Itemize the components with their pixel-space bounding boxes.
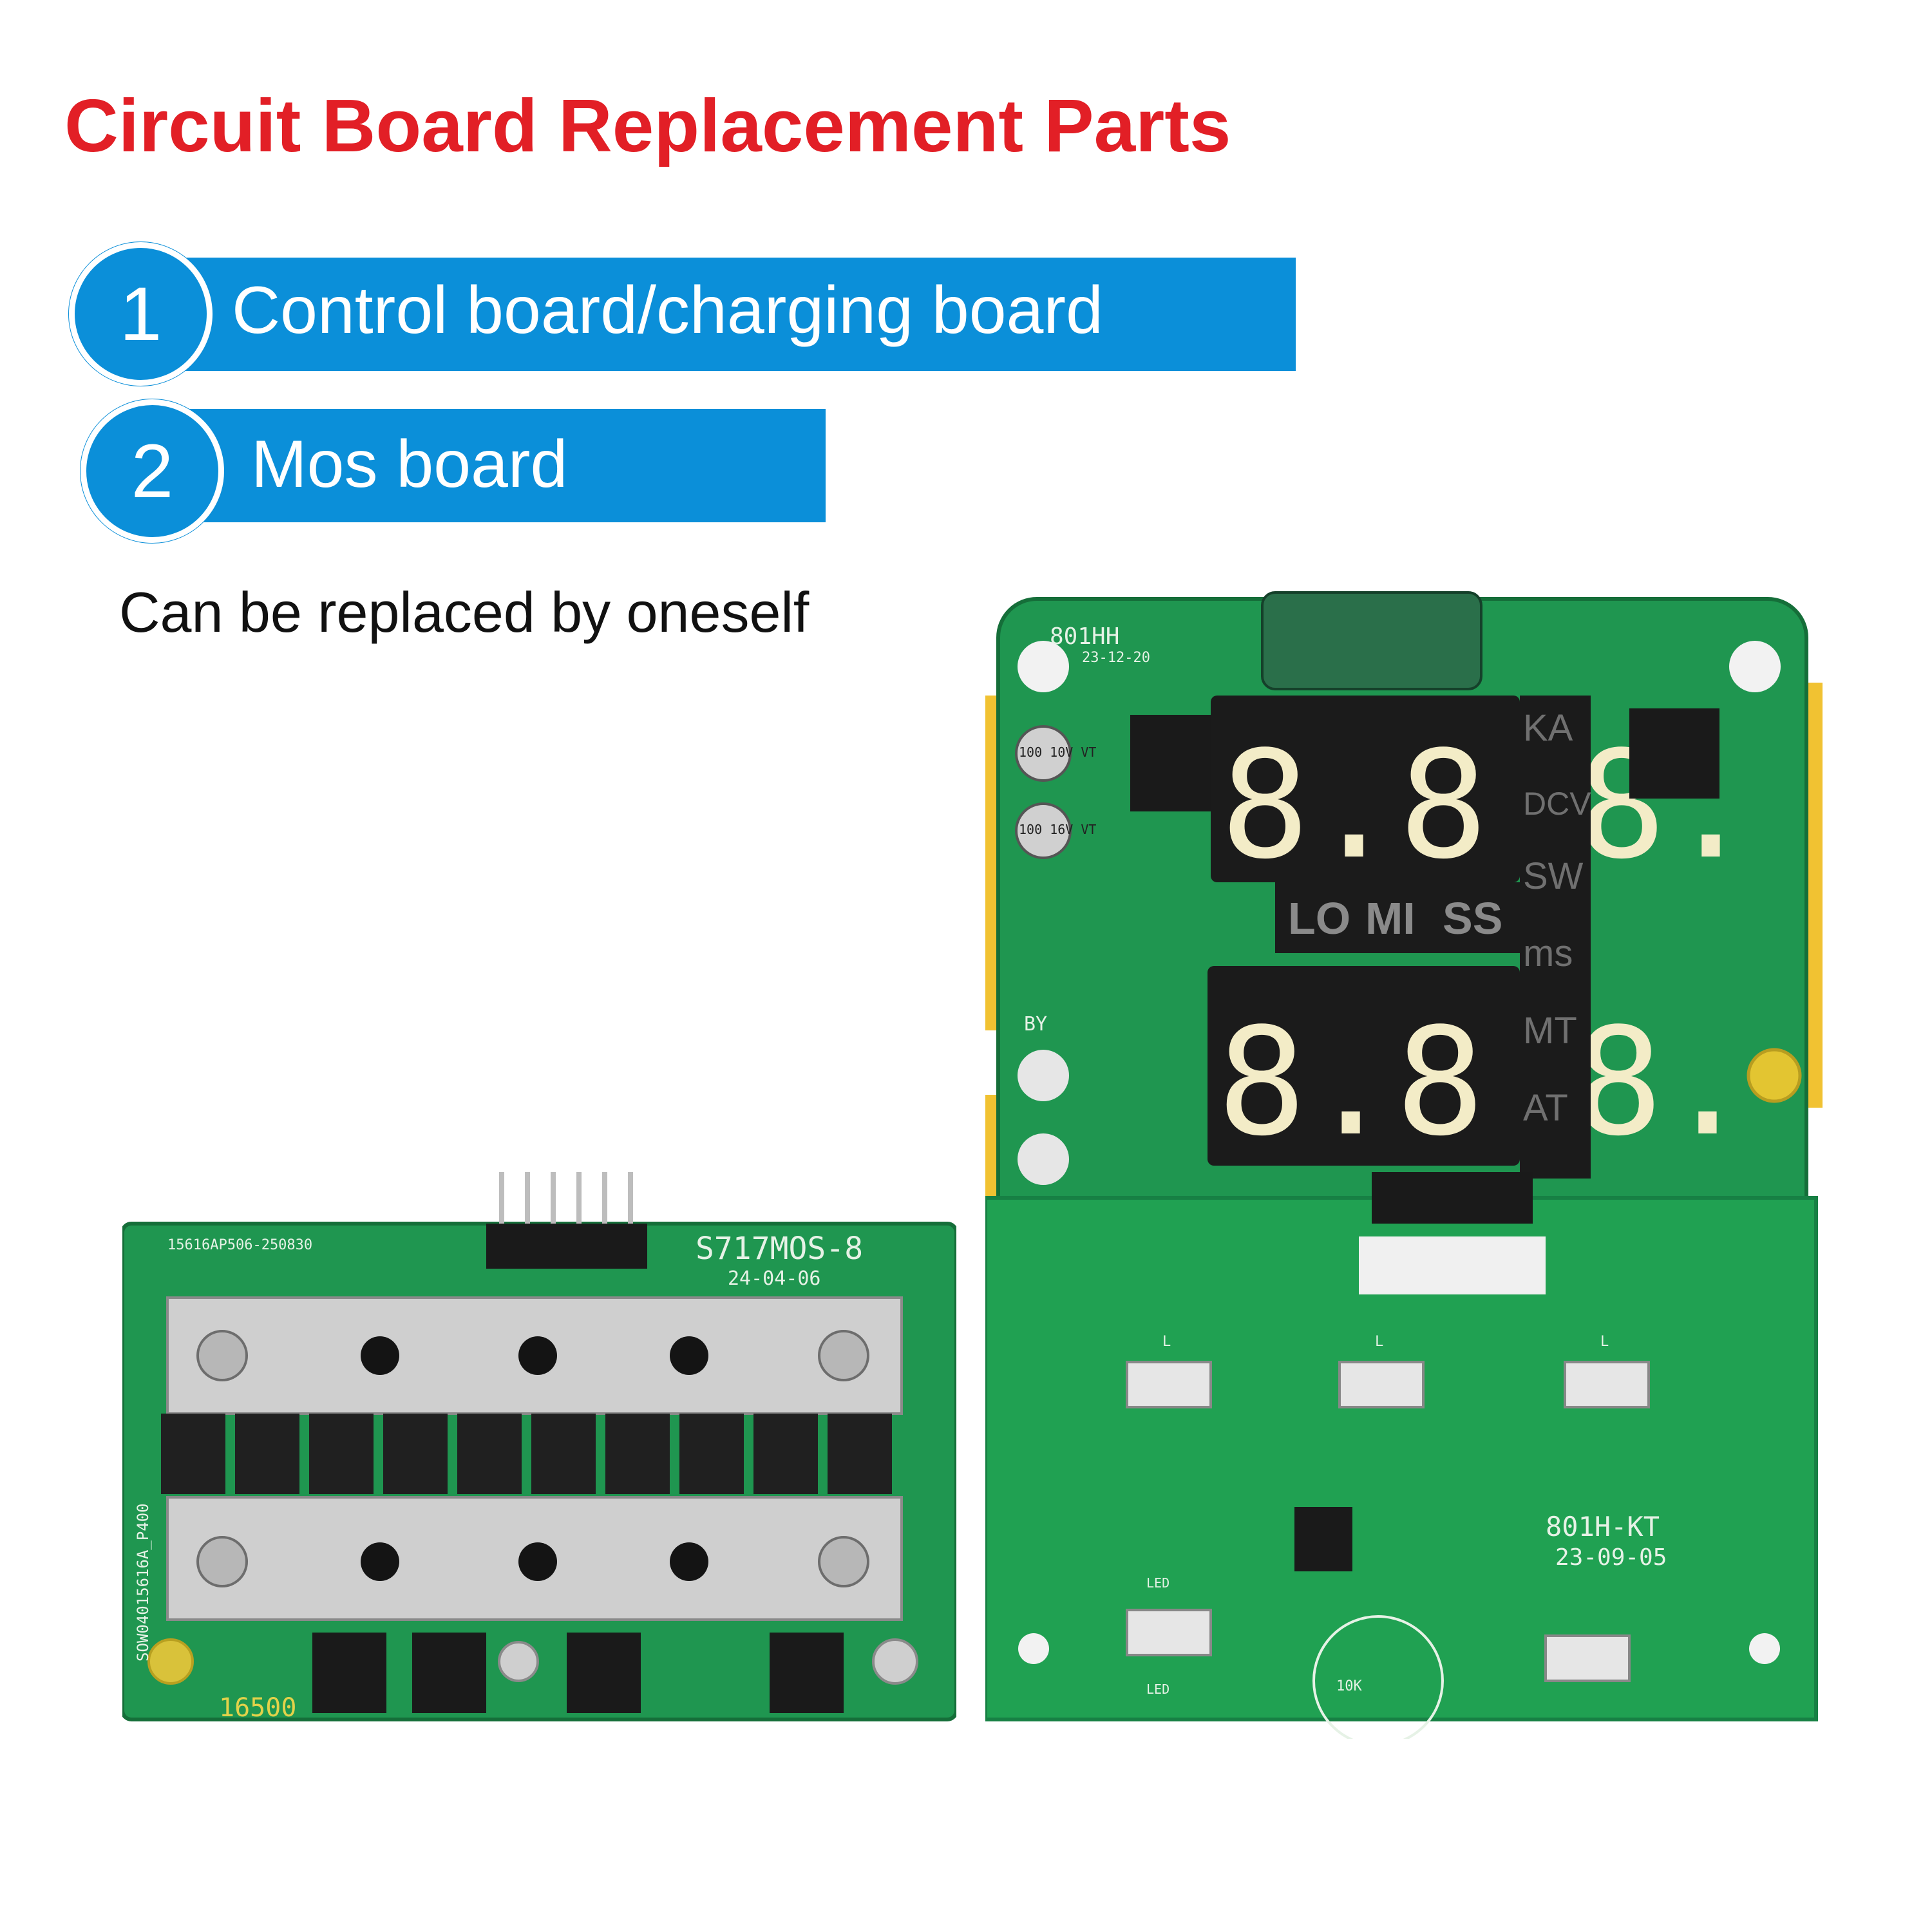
unit-mt: MT (1523, 1010, 1577, 1052)
mode-lo: LO (1288, 893, 1350, 943)
mos-side-code: SOW04015616A_P400 (134, 1503, 152, 1662)
unit-dcv: DCV (1523, 786, 1591, 822)
lower-model-label: 801H-KT (1546, 1511, 1660, 1542)
ctrl-model-label: 801HH (1050, 623, 1119, 650)
led-label-2: LED (1146, 1681, 1170, 1697)
ctrl-by-label: BY (1024, 1013, 1047, 1036)
display-bottom-digits: 8.8.8. (1217, 997, 1752, 1169)
unit-ms: ms (1523, 933, 1573, 974)
item-2-number-badge: 2 (80, 399, 224, 543)
page-title: Circuit Board Replacement Parts (64, 84, 1231, 167)
cap1-label: 100 10V VT (1019, 744, 1096, 760)
mos-bottom-code: 16500 (219, 1693, 296, 1723)
control-board-photo: 100 10V VT 100 16V VT 801HH 23-12-20 BY … (985, 591, 1823, 1739)
mode-ss: SS (1443, 893, 1502, 943)
led-label-1: LED (1146, 1575, 1170, 1591)
cap2-label: 100 16V VT (1019, 822, 1096, 837)
mos-code-label: 15616AP506-250830 (167, 1237, 312, 1253)
ctrl-date-label: 23-12-20 (1082, 650, 1150, 666)
mos-model-label: S717MOS-8 (696, 1231, 863, 1267)
mos-board-photo: 15616AP506-250830 S717MOS-8 24-04-06 165… (122, 1172, 956, 1723)
item-2-banner (182, 409, 826, 522)
mos-date-label: 24-04-06 (728, 1267, 821, 1290)
lower-date-label: 23-09-05 (1555, 1544, 1667, 1571)
item-1-label: Control board/charging board (232, 273, 1103, 348)
item-1-number-badge: 1 (69, 242, 213, 386)
switch-l-1: L (1162, 1334, 1171, 1350)
replace-note: Can be replaced by oneself (119, 580, 810, 644)
switch-l-2: L (1375, 1334, 1383, 1350)
unit-sw: SW (1523, 855, 1584, 897)
unit-at: AT (1523, 1087, 1568, 1129)
item-2-label: Mos board (251, 427, 568, 502)
pot-label: 10K (1336, 1678, 1362, 1694)
unit-ka: KA (1523, 707, 1573, 749)
item-1-banner (182, 258, 1296, 371)
mode-mi: MI (1365, 893, 1416, 943)
switch-l-3: L (1600, 1334, 1609, 1350)
